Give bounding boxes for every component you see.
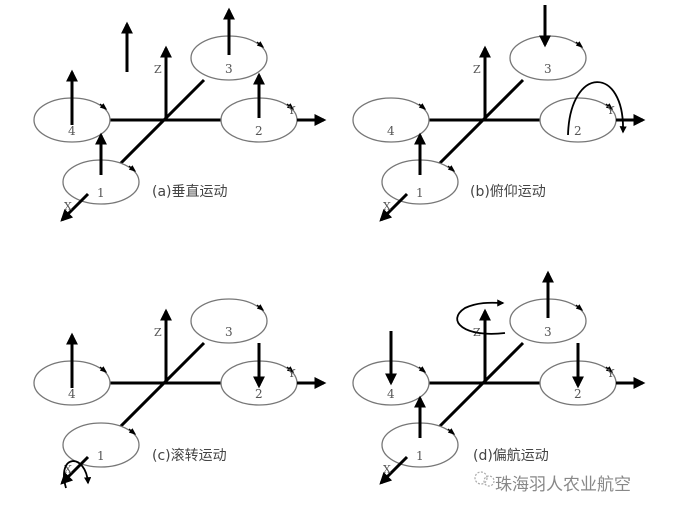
- watermark-text: 珠海羽人农业航空: [495, 475, 631, 495]
- x-axis-label: X: [383, 463, 391, 476]
- rotor-spin-arrow-icon: [128, 165, 137, 172]
- y-axis-label: Y: [287, 104, 296, 117]
- rotor-spin-arrow-icon: [447, 428, 456, 435]
- rotor-spin-arrow-icon: [99, 103, 108, 110]
- x-axis-label: X: [383, 200, 391, 213]
- panel-b: 1 2 3 4 Y Z X: [352, 5, 646, 222]
- x-axis-arrow: [60, 192, 90, 222]
- y-axis-label: Y: [287, 367, 296, 380]
- rotor-label-1: 1: [416, 186, 424, 200]
- y-axis-label: Y: [606, 367, 615, 380]
- yaw-rotation-arrow-icon: [456, 299, 506, 335]
- rotor-label-4: 4: [387, 387, 395, 401]
- rotor-label-2: 2: [574, 387, 582, 401]
- arm-x: [431, 78, 525, 172]
- rotor-label-2: 2: [255, 387, 263, 401]
- rotor-label-2: 2: [574, 124, 582, 138]
- x-axis-label: X: [64, 463, 72, 476]
- caption-a: (a)垂直运动: [152, 184, 228, 200]
- z-axis-label: Z: [473, 63, 481, 76]
- arm-x: [431, 341, 525, 435]
- z-axis-label: Z: [154, 63, 162, 76]
- y-axis-label: Y: [606, 104, 615, 117]
- rotor-label-3: 3: [225, 62, 233, 76]
- rotor-spin-arrow-icon: [256, 41, 265, 48]
- rotor-spin-arrow-icon: [128, 428, 137, 435]
- rotor-spin-arrow-icon: [605, 103, 614, 110]
- rotor-label-4: 4: [68, 387, 76, 401]
- x-axis-label: X: [64, 200, 72, 213]
- x-axis-arrow: [60, 455, 90, 485]
- x-axis-arrow: [379, 192, 409, 222]
- rotor-spin-arrow-icon: [575, 304, 584, 311]
- watermark-logo-icon: [474, 471, 495, 487]
- rotor-label-3: 3: [225, 325, 233, 339]
- z-axis-label: Z: [154, 326, 162, 339]
- rotor-spin-arrow-icon: [256, 304, 265, 311]
- rotor-label-3: 3: [544, 62, 552, 76]
- caption-b: (b)俯仰运动: [470, 184, 546, 200]
- arm-x: [112, 78, 206, 172]
- rotor-label-4: 4: [387, 124, 395, 138]
- pitch-rotation-arrow-icon: [567, 81, 627, 136]
- rotor-label-4: 4: [68, 124, 76, 138]
- panel-c: 1 2 3 4 Y Z X: [33, 298, 327, 489]
- panel-a: 1 2 3 4 Y Z X: [33, 7, 327, 222]
- rotor-4: [352, 97, 430, 143]
- rotor-label-1: 1: [97, 186, 105, 200]
- rotor-1: [62, 422, 140, 468]
- rotor-spin-arrow-icon: [418, 366, 427, 373]
- x-axis-arrow: [379, 455, 409, 485]
- rotor-label-3: 3: [544, 325, 552, 339]
- rotor-spin-arrow-icon: [605, 366, 614, 373]
- rotor-spin-arrow-icon: [418, 103, 427, 110]
- rotor-spin-arrow-icon: [447, 165, 456, 172]
- rotor-label-1: 1: [416, 449, 424, 463]
- logo-bubble: [474, 471, 488, 485]
- rotor-spin-arrow-icon: [99, 366, 108, 373]
- rotor-spin-arrow-icon: [286, 366, 295, 373]
- rotor-label-2: 2: [255, 124, 263, 138]
- logo-bubble: [483, 475, 495, 487]
- rotor-label-1: 1: [97, 449, 105, 463]
- caption-d: (d)偏航运动: [473, 448, 549, 464]
- rotor-3: [190, 298, 268, 344]
- rotor-spin-arrow-icon: [286, 103, 295, 110]
- arm-x: [112, 341, 206, 435]
- roll-rotation-arrow-icon: [63, 460, 92, 489]
- caption-c: (c)滚转运动: [152, 448, 227, 464]
- rotor-spin-arrow-icon: [575, 41, 584, 48]
